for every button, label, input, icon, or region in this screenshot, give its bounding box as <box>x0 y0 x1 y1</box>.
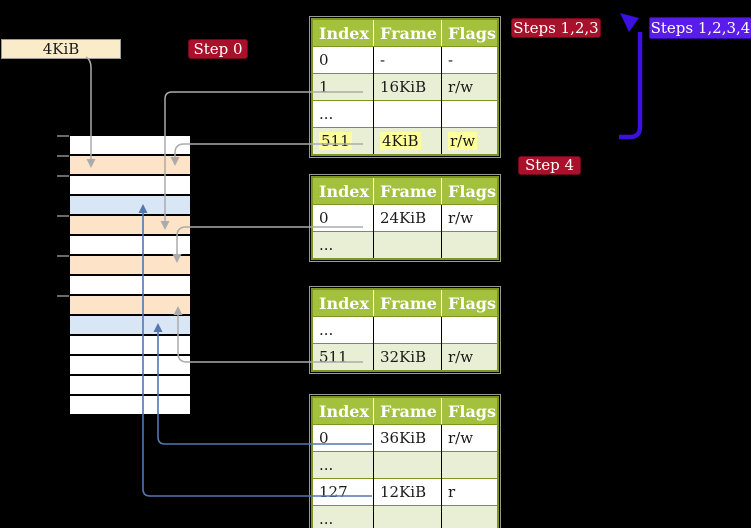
table-cell: r/w <box>441 424 498 452</box>
memory-cell-white <box>70 336 190 356</box>
highlighted-value: 511 <box>319 132 352 150</box>
table-cell: r/w <box>441 73 498 101</box>
memory-cell-white <box>70 276 190 296</box>
memory-cell-white <box>70 236 190 256</box>
table-cell <box>373 451 442 479</box>
table-cell: 16KiB <box>373 73 442 101</box>
step4-badge: Step 4 <box>518 156 581 175</box>
table-cell: 127 <box>312 478 374 506</box>
table-cell: 0 <box>312 424 374 452</box>
memory-cell-orange <box>70 216 190 236</box>
highlighted-value: r/w <box>448 132 478 150</box>
table-cell: ... <box>312 231 374 259</box>
table-cell: r/w <box>441 204 498 232</box>
memory-cell-orange <box>70 156 190 176</box>
table-row: 511 4KiB r/w <box>312 127 498 155</box>
column-header: Index <box>312 19 374 47</box>
table-cell: 12KiB <box>373 478 442 506</box>
memory-cell-white <box>70 356 190 376</box>
highlighted-value: 4KiB <box>380 132 421 150</box>
memory-cell-blue <box>70 196 190 216</box>
column-header: Flags <box>441 19 498 47</box>
table-cell: ... <box>312 100 374 128</box>
table-cell: 511 <box>312 343 374 371</box>
column-header: Flags <box>441 397 498 425</box>
column-header: Flags <box>441 289 498 317</box>
steps1234-badge: Steps 1,2,3,4 <box>649 17 751 39</box>
table-cell <box>373 100 442 128</box>
table-cell <box>373 316 442 344</box>
column-header: Flags <box>441 177 498 205</box>
table-cell: 24KiB <box>373 204 442 232</box>
table-row: ... <box>312 100 498 128</box>
memory-cell-orange <box>70 256 190 276</box>
table-cell: 0 <box>312 204 374 232</box>
steps-loop-arrow <box>619 32 643 140</box>
column-header: Frame <box>373 289 442 317</box>
table-cell: 4KiB <box>373 127 442 155</box>
table-cell: ... <box>312 316 374 344</box>
column-header: Frame <box>373 177 442 205</box>
table-cell: r/w <box>441 343 498 371</box>
table-row: 0-- <box>312 46 498 74</box>
memory-cell-blue <box>70 316 190 336</box>
table-cell: r <box>441 478 498 506</box>
table-cell: 1 <box>312 73 374 101</box>
table-cell <box>441 231 498 259</box>
table-cell <box>441 100 498 128</box>
table-cell: 36KiB <box>373 424 442 452</box>
frame-size-box: 4KiB <box>1 39 121 59</box>
table-row: ... <box>312 316 498 344</box>
table-row: ... <box>312 505 498 528</box>
memory-cell-white <box>70 176 190 196</box>
column-header: Index <box>312 289 374 317</box>
table-cell: 0 <box>312 46 374 74</box>
table-cell: ... <box>312 505 374 528</box>
memory-cell-white <box>70 396 190 414</box>
column-header: Frame <box>373 397 442 425</box>
table-cell <box>441 316 498 344</box>
table-row: ... <box>312 231 498 259</box>
table-cell: 511 <box>312 127 374 155</box>
steps123-badge: Steps 1,2,3 <box>511 18 601 38</box>
step0-badge: Step 0 <box>188 39 248 59</box>
table-cell: - <box>373 46 442 74</box>
table-cell: ... <box>312 451 374 479</box>
table-cell: - <box>441 46 498 74</box>
table-row: ... <box>312 451 498 479</box>
column-header: Frame <box>373 19 442 47</box>
column-header: Index <box>312 397 374 425</box>
table-cell: 32KiB <box>373 343 442 371</box>
column-header: Index <box>312 177 374 205</box>
table-cell: r/w <box>441 127 498 155</box>
physical-memory-strip <box>68 134 192 416</box>
table-cell <box>373 505 442 528</box>
memory-cell-orange <box>70 296 190 316</box>
memory-cell-white <box>70 376 190 396</box>
arrow-up-left-icon <box>620 13 639 32</box>
table-cell <box>373 231 442 259</box>
table-cell <box>441 505 498 528</box>
memory-cell-white <box>70 136 190 156</box>
table-cell <box>441 451 498 479</box>
